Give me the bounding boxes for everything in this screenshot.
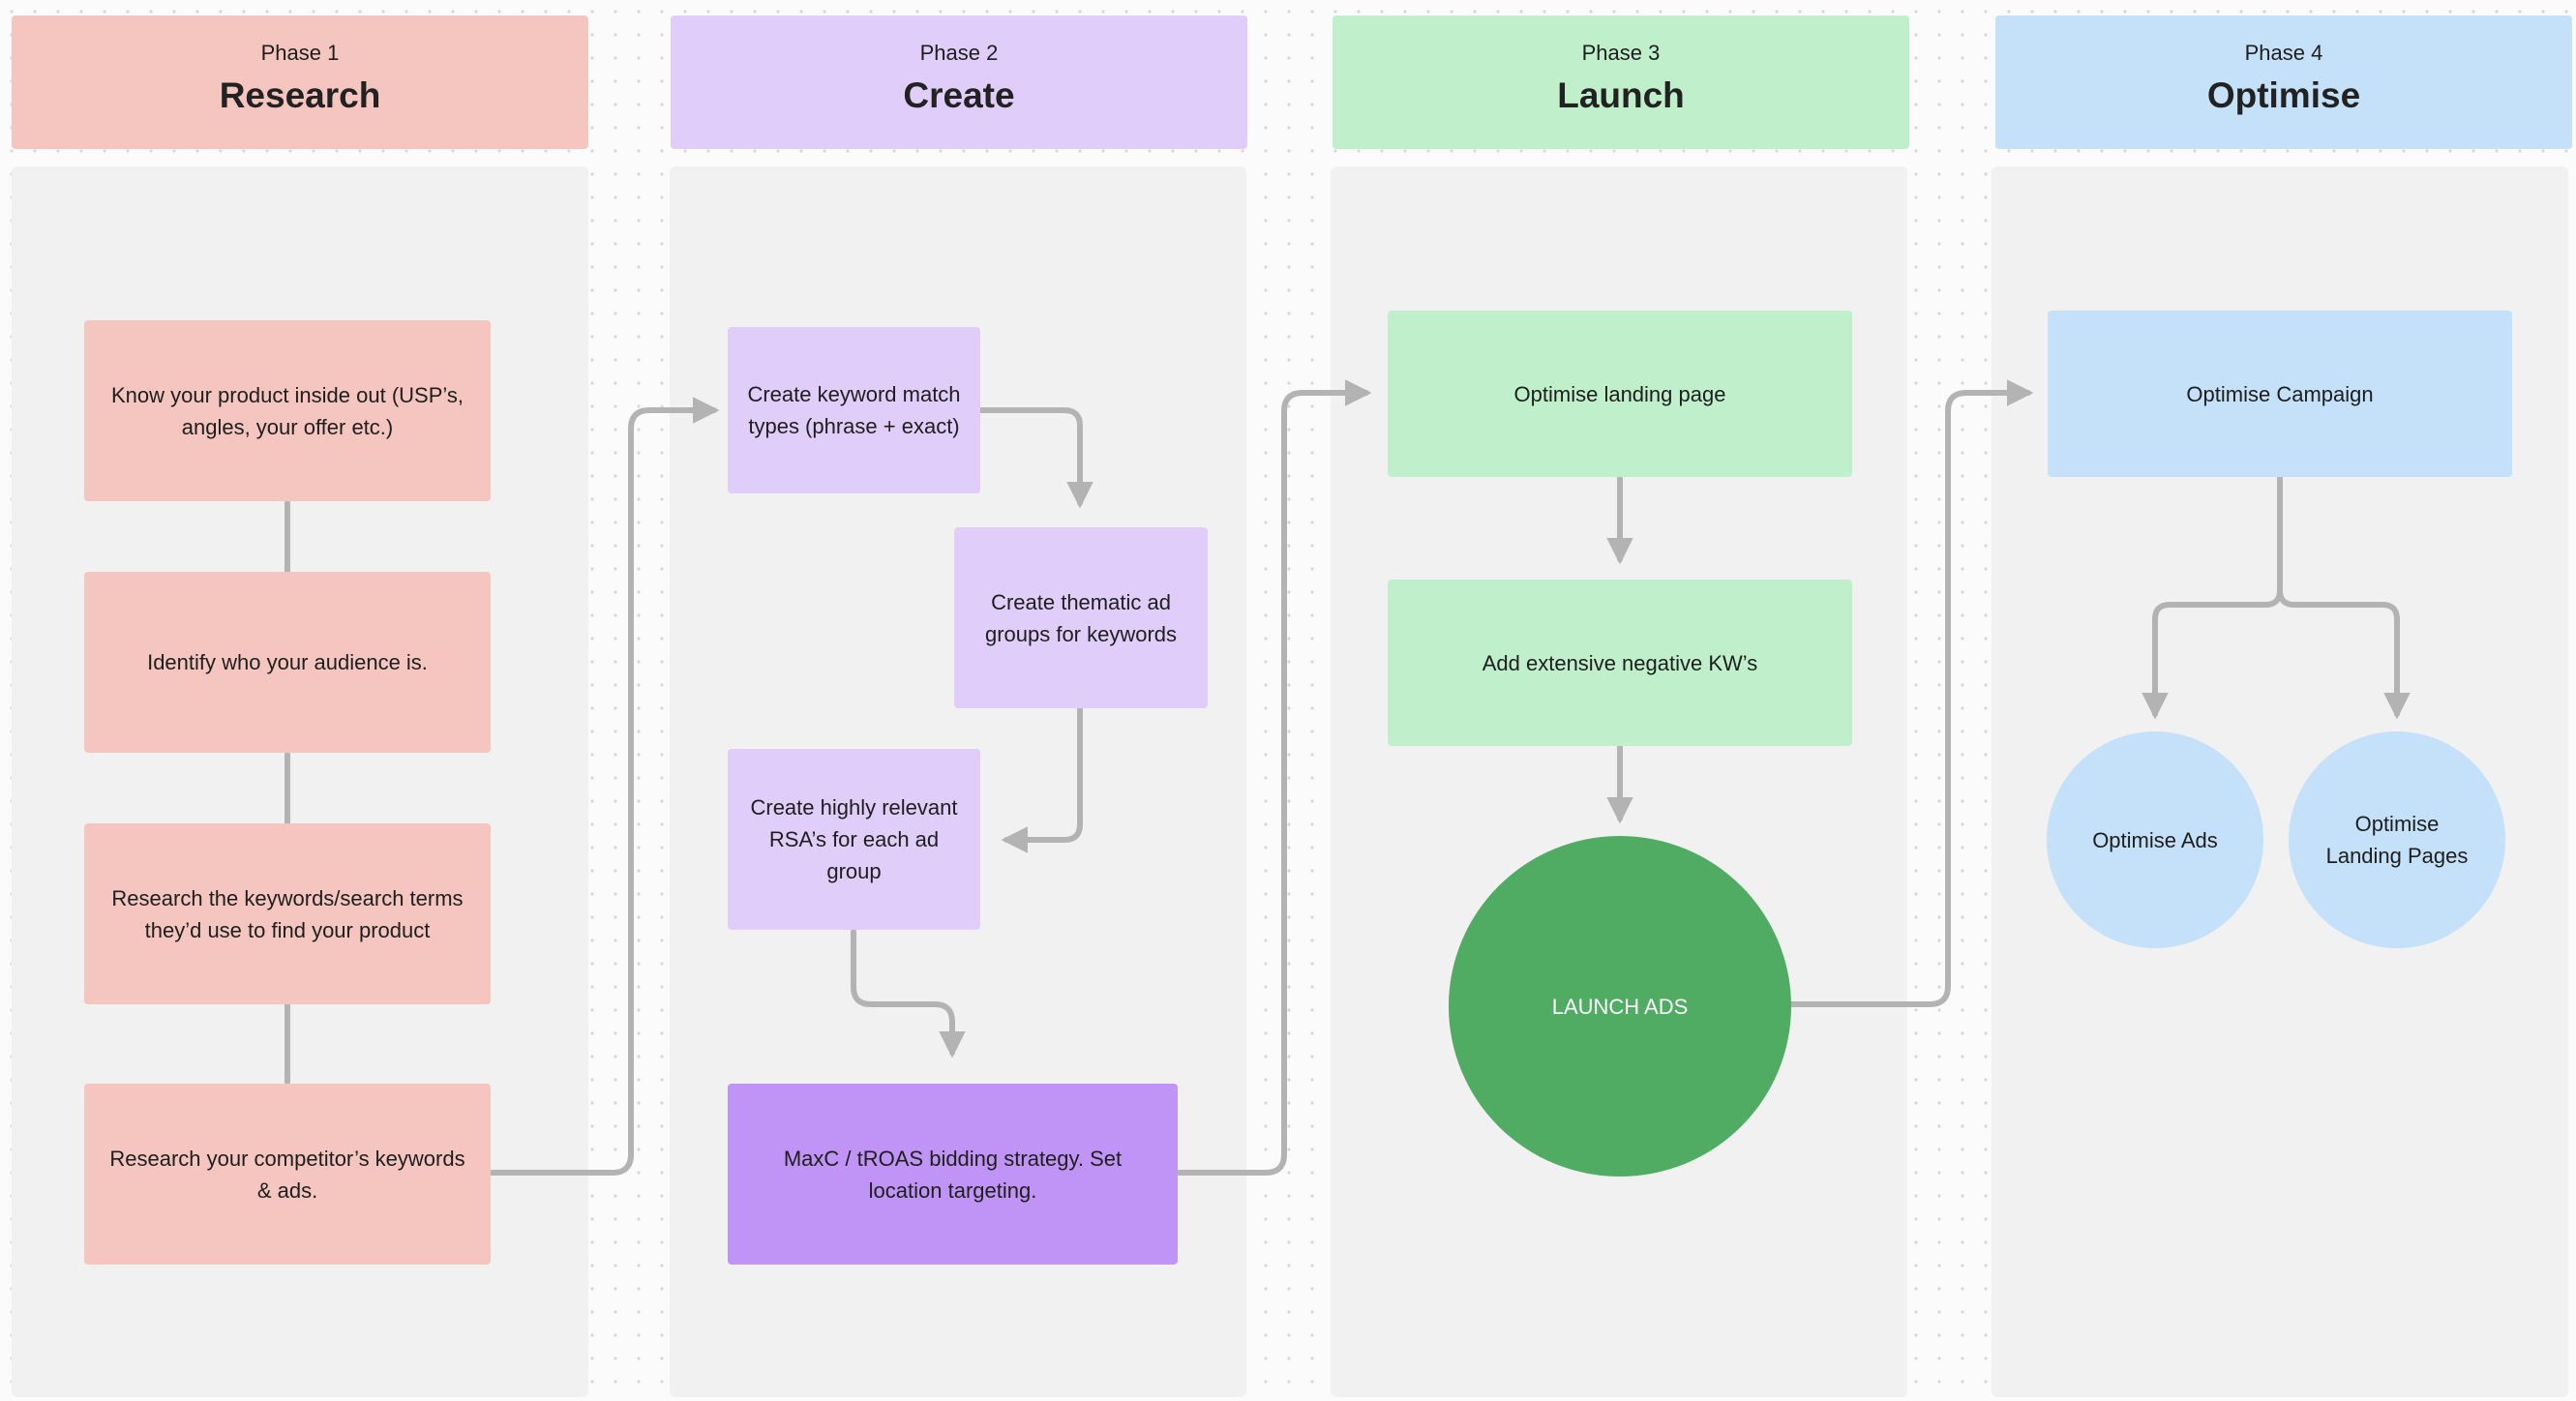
phase-label: Phase 4 — [2244, 41, 2323, 65]
node-text: Add extensive negative KW’s — [1482, 650, 1758, 675]
create-step-2: Create thematic ad groups for keywords — [954, 527, 1208, 708]
node-text: Research the keywords/search terms they’… — [111, 885, 464, 942]
phase-title: Research — [219, 75, 381, 115]
node-text: LAUNCH ADS — [1551, 994, 1689, 1019]
optimise-campaign: Optimise Campaign — [2048, 311, 2512, 477]
phase-title: Create — [903, 75, 1015, 115]
phase-2-header: Phase 2 Create — [671, 15, 1247, 149]
phase-title: Optimise — [2206, 75, 2361, 115]
research-step-1: Know your product inside out (USP’s, ang… — [84, 320, 491, 501]
phase-4-header: Phase 4 Optimise — [1995, 15, 2572, 149]
node-text: Research your competitor’s keywords & ad… — [109, 1146, 465, 1203]
optimise-landing-pages-circle: Optimise Landing Pages — [2289, 731, 2505, 948]
node-text: Create thematic ad groups for keywords — [984, 589, 1178, 646]
node-text: Optimise Ads — [2092, 827, 2218, 852]
create-step-4: MaxC / tROAS bidding strategy. Set locat… — [728, 1084, 1178, 1265]
node-text: Know your product inside out (USP’s, ang… — [111, 382, 464, 439]
node-text: Create keyword match types (phrase + exa… — [747, 382, 961, 438]
optimise-ads-circle: Optimise Ads — [2047, 731, 2263, 948]
phase-3-header: Phase 3 Launch — [1333, 15, 1909, 149]
research-step-4: Research your competitor’s keywords & ad… — [84, 1084, 491, 1265]
node-text: Create highly relevant RSA’s for each ad… — [750, 795, 958, 883]
phase-label: Phase 1 — [260, 41, 340, 65]
phase-title: Launch — [1557, 75, 1685, 115]
node-text-line-2: Landing Pages — [2325, 844, 2469, 868]
create-step-1: Create keyword match types (phrase + exa… — [728, 327, 980, 493]
node-text: Optimise Campaign — [2186, 381, 2374, 406]
phase-label: Phase 2 — [919, 41, 999, 65]
research-step-3: Research the keywords/search terms they’… — [84, 823, 491, 1004]
launch-step-2: Add extensive negative KW’s — [1388, 580, 1852, 746]
phase-label: Phase 3 — [1581, 41, 1661, 65]
research-step-2: Identify who your audience is. — [84, 572, 491, 753]
launch-step-1: Optimise landing page — [1388, 311, 1852, 477]
node-text-line-1: Optimise — [2354, 812, 2440, 836]
node-text: MaxC / tROAS bidding strategy. Set locat… — [783, 1146, 1123, 1203]
phase-1-header: Phase 1 Research — [12, 15, 588, 149]
create-step-3: Create highly relevant RSA’s for each ad… — [728, 749, 980, 930]
node-text: Identify who your audience is. — [147, 650, 428, 674]
node-text: Optimise landing page — [1513, 381, 1726, 406]
launch-ads-circle: LAUNCH ADS — [1449, 836, 1791, 1177]
